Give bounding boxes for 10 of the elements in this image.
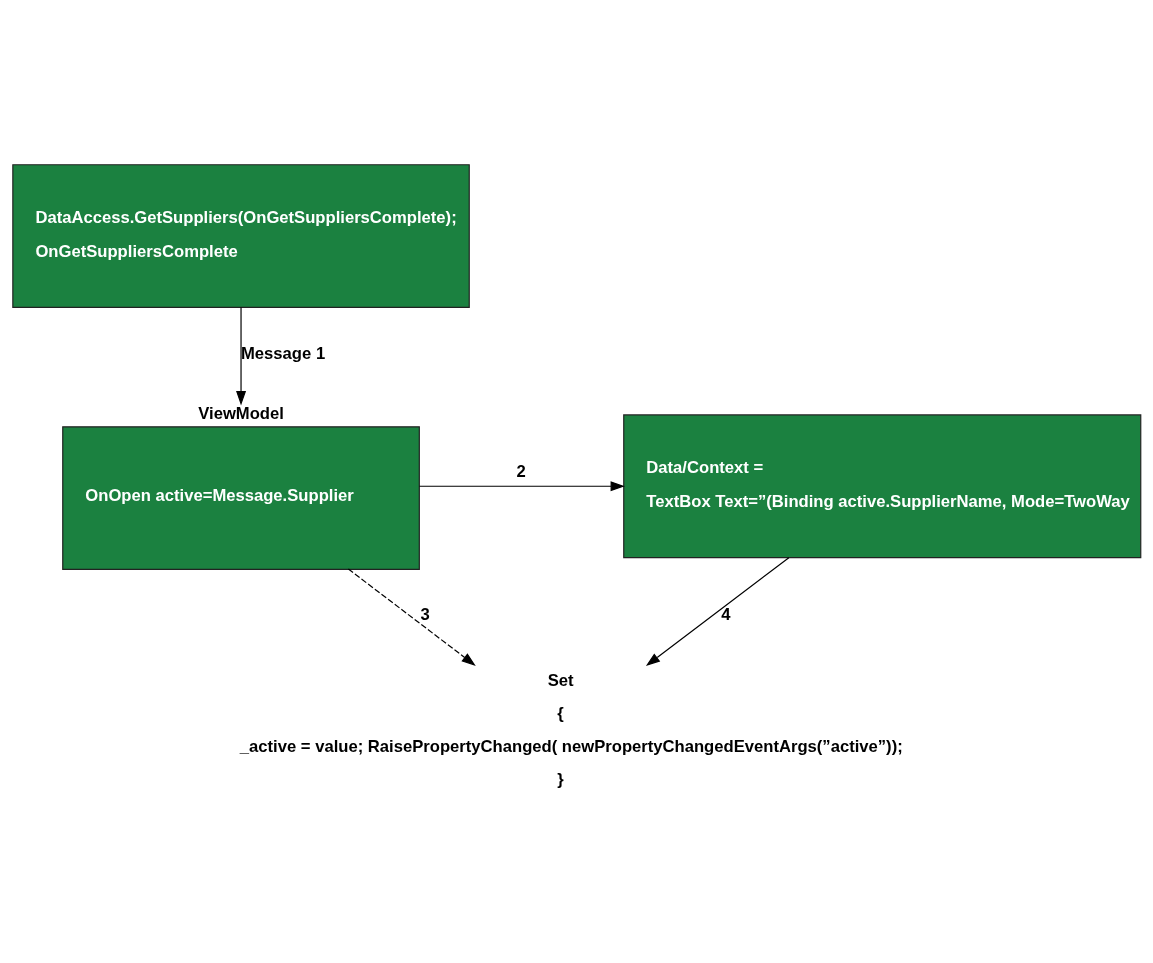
arrow: [418, 481, 625, 492]
edge-label: 3: [420, 605, 430, 625]
arrow: [645, 557, 790, 667]
edge-label: 2: [516, 461, 526, 481]
node-text: Set { _active = value; RaisePropertyChanged( newPropertyChangedEventArgs(”active”)); }: [239, 670, 903, 790]
arrow: [347, 568, 476, 666]
node-label: ViewModel: [198, 403, 284, 423]
edge-label: 4: [721, 605, 731, 625]
arrow: [236, 307, 247, 406]
edge-label: Message 1: [241, 343, 326, 363]
